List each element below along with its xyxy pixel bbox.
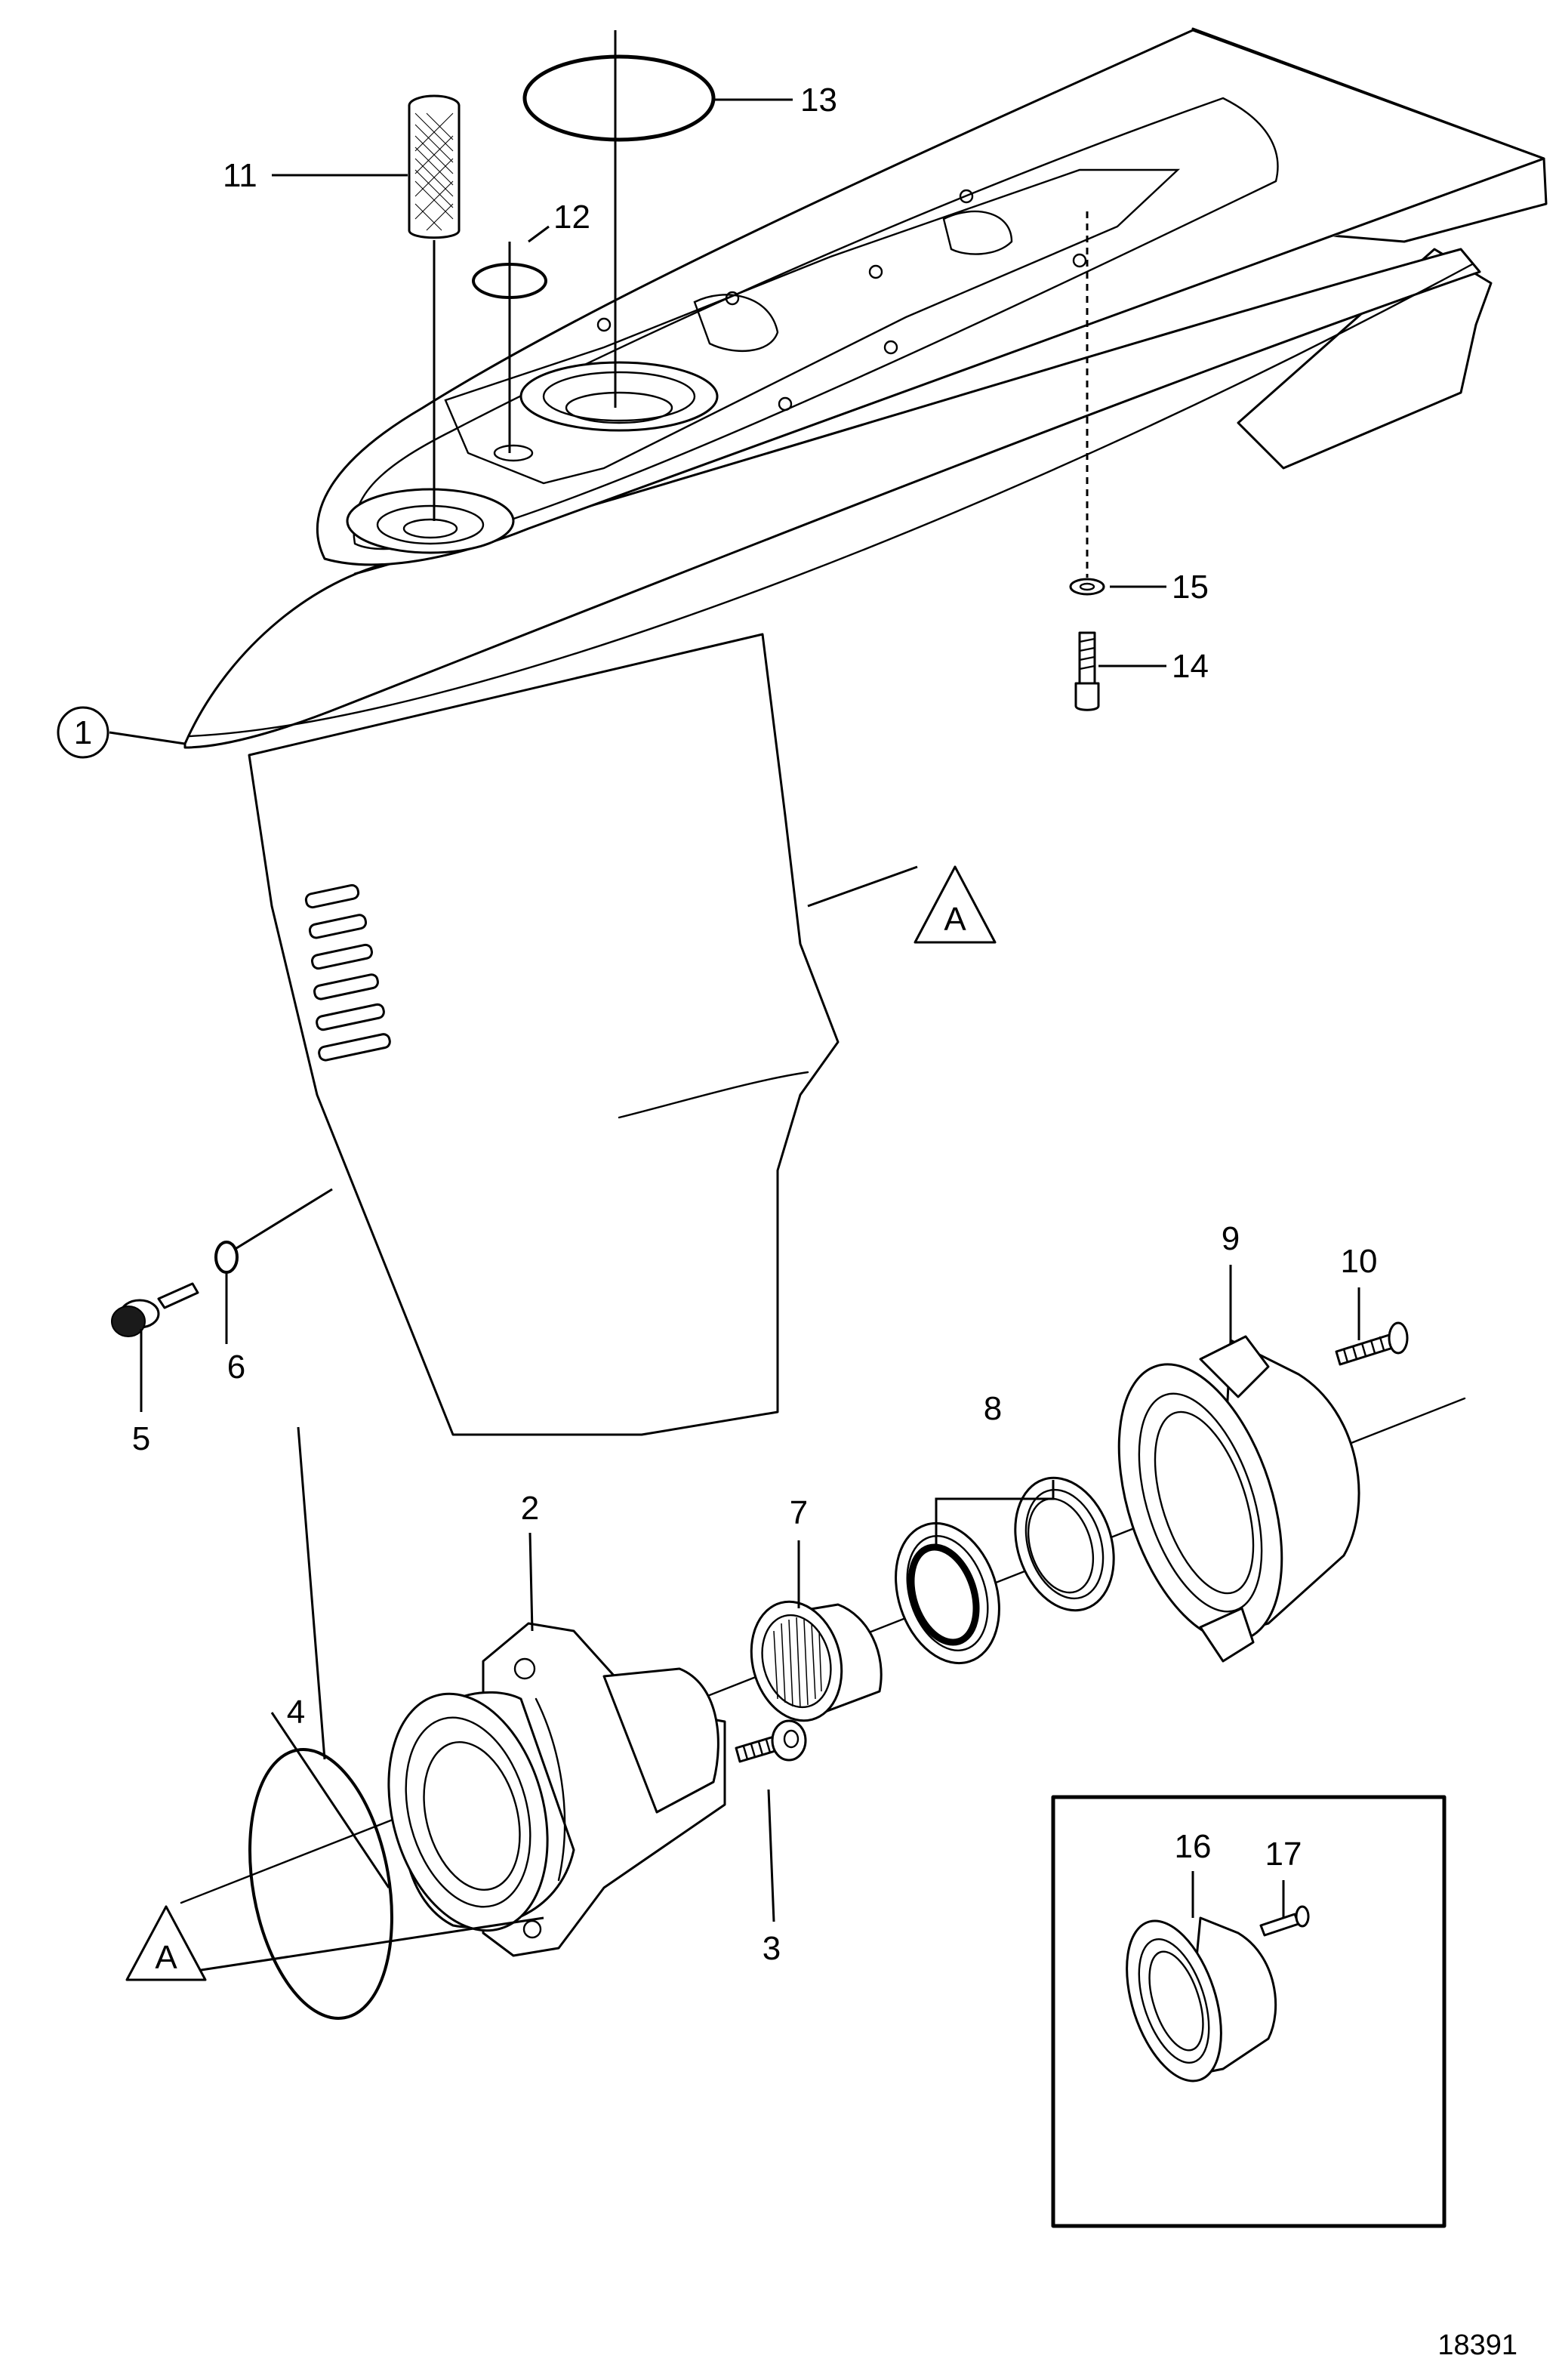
part-10-screw (1335, 1321, 1409, 1366)
part-3-screw (735, 1719, 807, 1763)
gear-housing (183, 27, 1548, 1436)
part-6-o-ring (214, 1188, 333, 1274)
part-15-washer (1069, 211, 1105, 596)
part-9-anode (1117, 1335, 1360, 1663)
callout-3: 3 (763, 1930, 781, 1967)
callout-5: 5 (132, 1420, 150, 1457)
callout-10: 10 (1341, 1243, 1378, 1280)
callout-4: 4 (287, 1694, 305, 1731)
callout-8: 8 (984, 1390, 1002, 1427)
section-marker-label: A (944, 901, 966, 938)
section-marker-label: A (155, 1939, 177, 1976)
part-5-drain-screw (111, 1282, 199, 1337)
callout-12: 12 (553, 199, 590, 236)
water-intake-slots (304, 883, 391, 1062)
part-12-o-ring (472, 242, 547, 453)
callout-labels: 1 2 3 4 5 6 7 8 9 10 11 12 13 14 15 16 1… (57, 82, 1378, 1967)
callout-2: 2 (521, 1490, 539, 1527)
part-13-large-o-ring (522, 30, 716, 408)
part-4-o-ring (248, 1748, 393, 2020)
inset-alternative-anode (1051, 1795, 1447, 2228)
part-2-bearing-housing (387, 1622, 726, 1957)
callout-9: 9 (1222, 1220, 1240, 1257)
part-16-anode-alt (1126, 1916, 1277, 2082)
callout-15: 15 (1172, 569, 1209, 606)
callout-6: 6 (227, 1349, 245, 1386)
section-marker-a-top: A (914, 865, 997, 944)
callout-1: 1 (74, 714, 92, 751)
part-7-needle-bearing (750, 1600, 883, 1722)
callout-11: 11 (223, 157, 257, 194)
callout-13: 13 (800, 82, 837, 119)
callout-14: 14 (1172, 648, 1209, 685)
callout-17: 17 (1265, 1836, 1302, 1873)
document-number: 18391 (1437, 2329, 1517, 2361)
part-14-screw (1074, 631, 1100, 711)
section-marker-a-bottom: A (125, 1905, 207, 1981)
callout-16: 16 (1175, 1828, 1212, 1865)
part-8-seals (895, 1476, 1115, 1665)
part-11-strainer (408, 94, 461, 521)
callout-7: 7 (790, 1494, 808, 1531)
leader-lines (109, 98, 1360, 1972)
